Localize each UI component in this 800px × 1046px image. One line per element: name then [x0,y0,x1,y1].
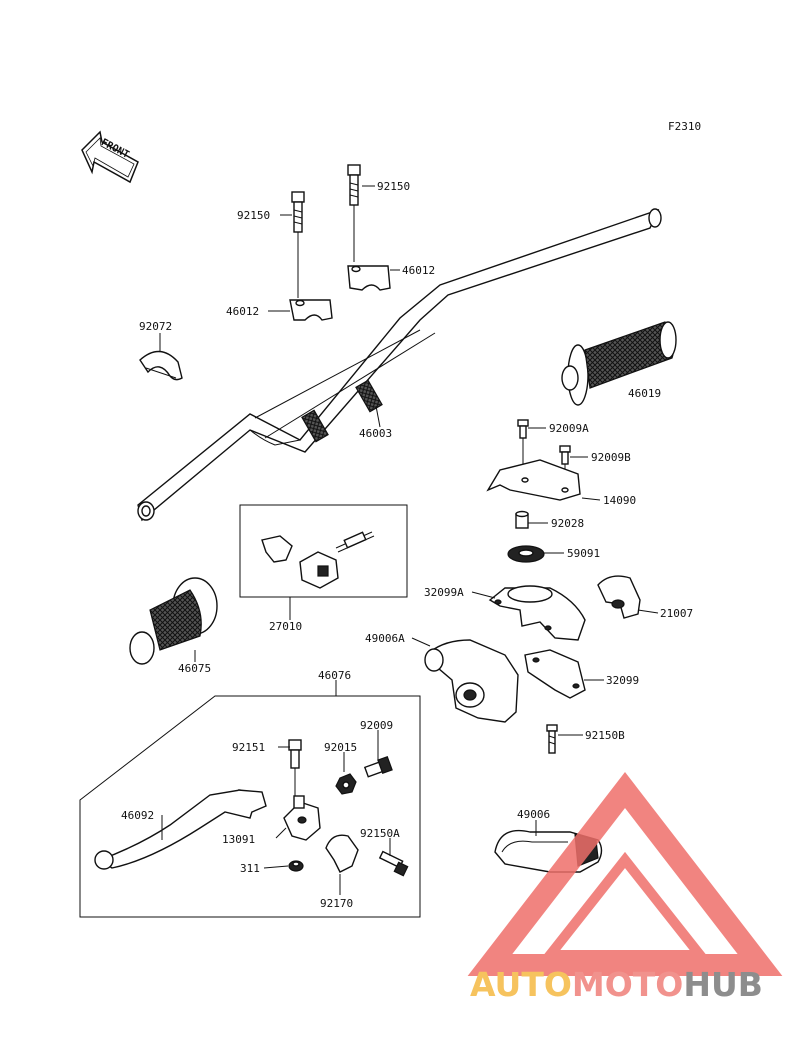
label-92009A: 92009A [549,422,589,435]
bolt-92150B [546,724,558,754]
front-arrow-icon: FRONT [81,130,139,184]
bolt-92150-left [291,191,305,298]
label-46012-right: 46012 [402,264,435,277]
label-49006: 49006 [517,808,550,821]
holder-13091 [283,795,321,841]
switch-27010 [261,531,375,589]
label-27010: 27010 [269,620,302,633]
throttle-49006A [424,639,519,723]
washer-311 [288,860,304,872]
group-box-27010 [239,504,408,598]
label-46076: 46076 [318,669,351,682]
label-92072: 92072 [139,320,172,333]
label-32099: 32099 [606,674,639,687]
plate-14090 [486,459,581,501]
label-32099A: 32099A [424,586,464,599]
label-92151: 92151 [232,741,265,754]
label-14090: 14090 [603,494,636,507]
label-13091: 13091 [222,833,255,846]
adjuster-92009 [363,755,393,778]
pulley-59091 [507,545,545,563]
screw-92009B [559,445,571,488]
label-311: 311 [240,862,260,875]
group-box-46076 [79,695,421,918]
label-92015: 92015 [324,741,357,754]
switch-21007 [597,575,641,619]
label-92150-right: 92150 [377,180,410,193]
figure-code: F2310 [668,120,701,133]
housing-32099A [488,585,586,641]
handlebar-46003 [137,208,662,522]
label-59091: 59091 [567,547,600,560]
bolt-92150-right [347,164,361,262]
housing-32099 [524,649,586,699]
clamp-92170 [325,834,359,873]
collar-92028 [515,510,529,529]
label-92009: 92009 [360,719,393,732]
label-92150B: 92150B [585,729,625,742]
label-46092: 46092 [121,809,154,822]
cable-band-92072 [139,350,183,381]
bolt-92150A [378,850,409,877]
label-92009B: 92009B [591,451,631,464]
label-46075: 46075 [178,662,211,675]
screw-92009A [517,419,529,478]
leader-lines [159,185,659,895]
label-49006A: 49006A [365,632,405,645]
label-92150-left: 92150 [237,209,270,222]
watermark-text: AUTOMOTOHUB [470,965,763,1004]
label-46019: 46019 [628,387,661,400]
label-46003: 46003 [359,427,392,440]
clamp-46012-left [289,299,333,321]
grip-46075 [129,577,218,665]
label-21007: 21007 [660,607,693,620]
label-92150A: 92150A [360,827,400,840]
label-92170: 92170 [320,897,353,910]
lever-46092 [94,789,267,870]
watermark-logo: AUTOMOTOHUB [467,771,783,1004]
nut-92015 [335,773,357,795]
grip-46019 [561,321,677,406]
label-46012-left: 46012 [226,305,259,318]
screw-92151 [288,739,302,800]
label-92028: 92028 [551,517,584,530]
clamp-46012-right [347,265,391,291]
